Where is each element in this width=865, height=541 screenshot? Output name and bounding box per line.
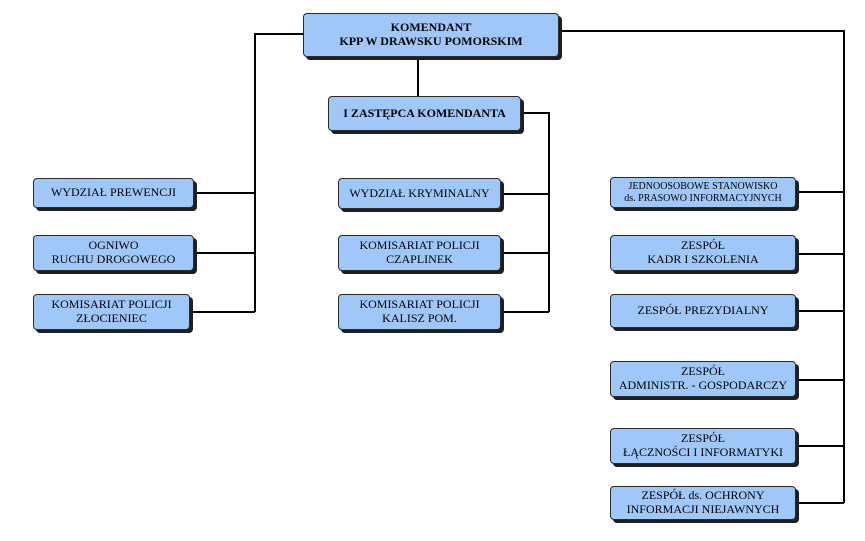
node-left-1-line1: OGNIWO [88,238,139,253]
node-left-2-line1: KOMISARIAT POLICJI [51,297,172,312]
node-middle-1-line2: CZAPLINEK [386,252,453,266]
node-right-1-line1: ZESPÓŁ [680,238,725,253]
node-right-5: ZESPÓŁ ds. OCHRONY INFORMACJI NIEJAWNYCH [610,486,796,520]
node-right-4-line1: ZESPÓŁ [680,431,725,446]
node-right-0: JEDNOOSOBOWE STANOWISKO ds. PRASOWO INFO… [610,177,796,208]
node-right-5-line1: ZESPÓŁ ds. OCHRONY [641,488,765,503]
node-left-0-line1: WYDZIAŁ PREWENCJI [51,185,176,200]
node-commander-line2: KPP W DRAWSKU POMORSKIM [339,34,523,48]
node-middle-2: KOMISARIAT POLICJI KALISZ POM. [338,294,501,330]
node-commander-line1: KOMENDANT [390,20,472,35]
node-left-2-line2: ZŁOCIENIEC [76,311,147,325]
node-middle-0: WYDZIAŁ KRYMINALNY [338,178,501,209]
node-middle-1: KOMISARIAT POLICJI CZAPLINEK [338,235,501,271]
node-right-3-line2: ADMINISTR. - GOSPODARCZY [618,378,788,392]
node-left-0: WYDZIAŁ PREWENCJI [33,178,194,208]
node-right-0-line2: ds. PRASOWO INFORMACYJNYCH [624,192,782,204]
node-deputy: I ZASTĘPCA KOMENDANTA [328,96,521,131]
node-right-3-line1: ZESPÓŁ [680,364,725,379]
node-right-5-line2: INFORMACJI NIEJAWNYCH [626,502,780,516]
node-right-1: ZESPÓŁ KADR I SZKOLENIA [610,235,796,271]
node-middle-1-line1: KOMISARIAT POLICJI [359,238,480,253]
node-commander: KOMENDANT KPP W DRAWSKU POMORSKIM [303,13,559,57]
node-deputy-line1: I ZASTĘPCA KOMENDANTA [343,105,506,120]
node-middle-2-line2: KALISZ POM. [382,311,457,325]
node-left-2: KOMISARIAT POLICJI ZŁOCIENIEC [33,294,190,330]
node-right-3: ZESPÓŁ ADMINISTR. - GOSPODARCZY [610,361,796,397]
node-left-1: OGNIWO RUCHU DROGOWEGO [33,235,194,271]
node-left-1-line2: RUCHU DROGOWEGO [51,252,176,266]
node-right-4-line2: ŁĄCZNOŚCI I INFORMATYKI [622,445,783,459]
node-right-0-line1: JEDNOOSOBOWE STANOWISKO [628,181,778,192]
node-right-2: ZESPÓŁ PREZYDIALNY [610,294,796,328]
node-right-4: ZESPÓŁ ŁĄCZNOŚCI I INFORMATYKI [610,428,796,464]
node-right-1-line2: KADR I SZKOLENIA [647,252,759,266]
node-middle-2-line1: KOMISARIAT POLICJI [359,297,480,312]
node-middle-0-line1: WYDZIAŁ KRYMINALNY [349,185,490,200]
node-right-2-line1: ZESPÓŁ PREZYDIALNY [637,303,769,318]
